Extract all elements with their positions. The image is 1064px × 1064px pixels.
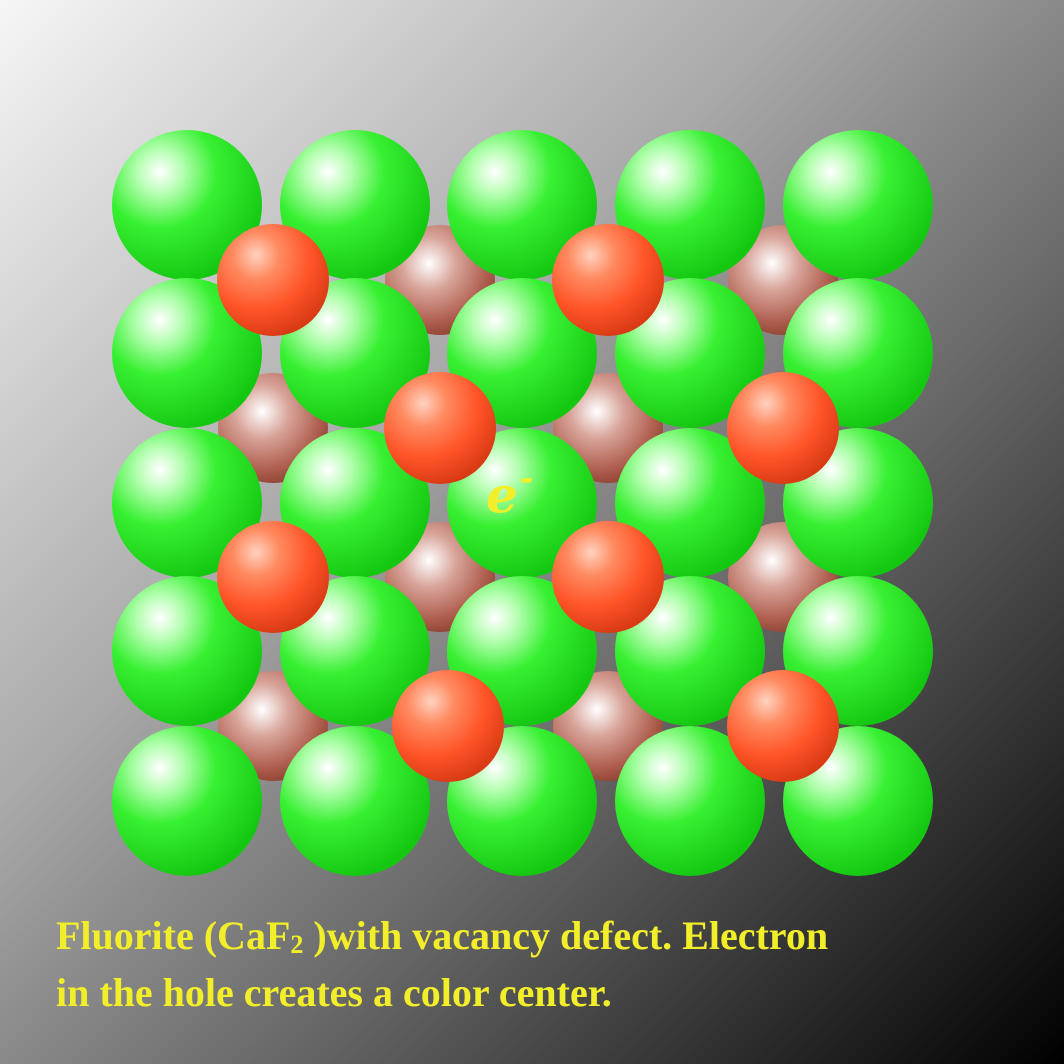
fluoride-ion <box>447 428 597 578</box>
fluoride-ion <box>112 278 262 428</box>
calcium-ion-upper <box>384 372 496 484</box>
calcium-ion-upper <box>392 670 504 782</box>
fluoride-ion <box>280 726 430 876</box>
calcium-ion-upper <box>727 372 839 484</box>
caption: Fluorite (CaF2 )with vacancy defect. Ele… <box>56 910 1046 1019</box>
fluoride-ion <box>280 130 430 280</box>
caption-part-2: )with vacancy defect. Electron <box>303 913 829 958</box>
calcium-ion-upper <box>552 224 664 336</box>
caption-line-2: in the hole creates a color center. <box>56 970 612 1015</box>
fluoride-ion <box>112 130 262 280</box>
electron-charge: - <box>519 459 534 497</box>
fluoride-ion <box>783 130 933 280</box>
fluoride-ion <box>280 428 430 578</box>
fluoride-ion <box>447 130 597 280</box>
calcium-ion-upper <box>552 521 664 633</box>
fluoride-ion <box>112 726 262 876</box>
fluoride-ion <box>112 428 262 578</box>
fluoride-ion <box>112 576 262 726</box>
fluoride-ion <box>280 576 430 726</box>
fluoride-ion <box>447 278 597 428</box>
calcium-ion-upper <box>727 670 839 782</box>
fluoride-ion <box>615 278 765 428</box>
fluoride-ion <box>615 726 765 876</box>
fluoride-ion <box>280 278 430 428</box>
fluoride-ion <box>615 576 765 726</box>
fluoride-ion <box>615 130 765 280</box>
electron-label: e- <box>486 462 533 521</box>
calcium-ion-upper <box>217 521 329 633</box>
electron-symbol: e <box>486 465 518 525</box>
caption-subscript: 2 <box>290 930 304 959</box>
calcium-ion-upper <box>217 224 329 336</box>
caption-part-1: Fluorite (CaF <box>56 913 291 958</box>
fluoride-ion <box>615 428 765 578</box>
